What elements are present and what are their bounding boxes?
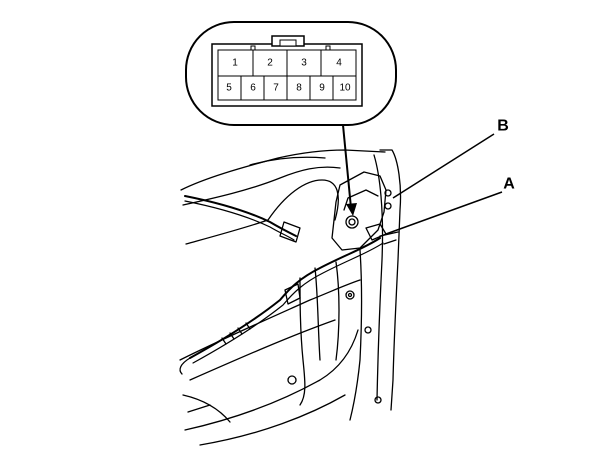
callout-b: B xyxy=(392,118,509,199)
frame-drawing xyxy=(179,149,402,446)
connector-callout: 1 2 3 4 5 6 7 8 9 10 xyxy=(185,21,397,126)
pin-label-10: 10 xyxy=(339,83,351,94)
pin-label-7: 7 xyxy=(273,83,279,94)
pin-label-9: 9 xyxy=(319,83,325,94)
pin-label-2: 2 xyxy=(267,58,273,69)
callout-a-leader xyxy=(385,191,503,235)
pin-label-4: 4 xyxy=(336,58,342,69)
callout-b-leader xyxy=(392,133,495,199)
callout-b-label: B xyxy=(497,118,509,135)
pin-label-8: 8 xyxy=(296,83,302,94)
pin-label-3: 3 xyxy=(301,58,307,69)
pin-label-1: 1 xyxy=(232,58,238,69)
callout-leader-arrow xyxy=(342,124,357,216)
connector-latch-inner xyxy=(279,39,297,47)
callout-a: A xyxy=(385,176,515,235)
pin-label-5: 5 xyxy=(226,83,232,94)
callout-a-label: A xyxy=(503,176,515,193)
pin-label-6: 6 xyxy=(250,83,256,94)
